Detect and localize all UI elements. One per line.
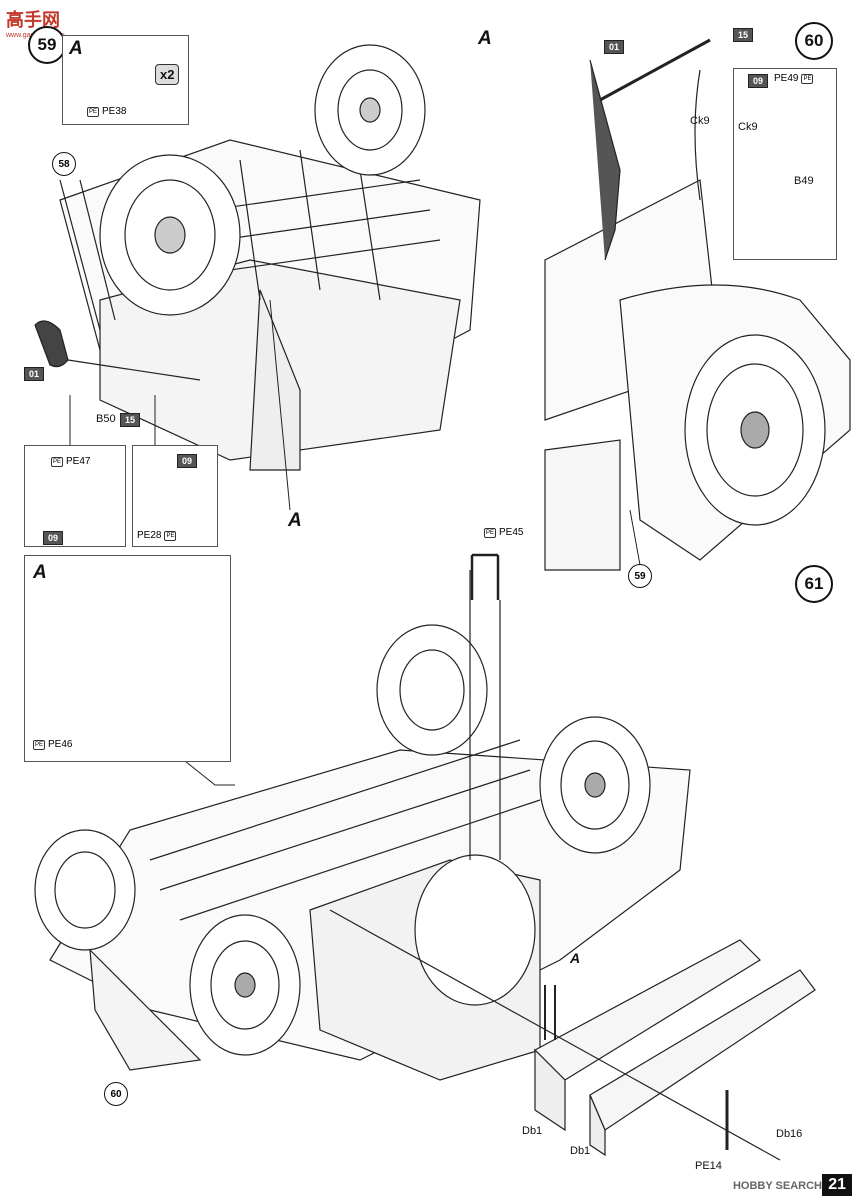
part-tag-01: 01 bbox=[24, 367, 45, 381]
part-b49: B49 bbox=[794, 175, 814, 187]
photoetch-icon: PE bbox=[801, 73, 814, 84]
part-db16: Db16 bbox=[776, 1128, 803, 1140]
part-tag-15-step60: 15 bbox=[733, 28, 754, 42]
watermark-hobby-search: HOBBY SEARCH bbox=[732, 1180, 822, 1192]
page-number: 21 bbox=[822, 1174, 852, 1196]
part-tag-15: 15 bbox=[120, 413, 141, 427]
part-ck9-inset: Ck9 bbox=[738, 121, 758, 133]
photoetch-icon: PE bbox=[51, 456, 63, 467]
photoetch-icon: PE bbox=[164, 530, 177, 541]
pe45-part bbox=[470, 553, 500, 600]
part-pe14: PE14 bbox=[695, 1160, 722, 1172]
quantity-badge: x2 bbox=[155, 64, 180, 85]
step61-chassis-drawing bbox=[34, 570, 691, 1081]
part-b50: B50 bbox=[96, 413, 116, 425]
a-arrow-label-2: A bbox=[288, 510, 302, 531]
photoetch-icon: PE bbox=[33, 739, 45, 750]
part-ck9: Ck9 bbox=[690, 115, 710, 127]
shovel-part bbox=[34, 320, 201, 381]
step-61-badge: 61 bbox=[795, 565, 833, 603]
photoetch-icon: PE bbox=[87, 106, 99, 117]
part-db1-a: Db1 bbox=[522, 1125, 543, 1137]
part-tag-09-b: 09 bbox=[177, 454, 198, 468]
photoetch-icon: PE bbox=[484, 527, 496, 538]
step59-chassis-drawing bbox=[59, 44, 481, 511]
part-tag-01-step60: 01 bbox=[604, 40, 625, 54]
callout-58: 58 bbox=[52, 152, 76, 176]
a-arrow-label: A bbox=[478, 28, 492, 49]
inset-a-label: A bbox=[69, 38, 83, 59]
part-tag-09: 09 bbox=[43, 531, 64, 545]
bumper-parts bbox=[329, 909, 816, 1161]
step60-side-drawing bbox=[544, 38, 851, 571]
callout-59: 59 bbox=[628, 564, 652, 588]
inset-a-label-2: A bbox=[33, 562, 47, 583]
step-60-badge: 60 bbox=[795, 22, 833, 60]
step-59-badge: 59 bbox=[28, 26, 66, 64]
part-tag-09-step60: 09 bbox=[748, 74, 769, 88]
part-db1-b: Db1 bbox=[570, 1145, 591, 1157]
a-arrow-label-3: A bbox=[570, 950, 581, 966]
callout-60: 60 bbox=[104, 1082, 128, 1106]
